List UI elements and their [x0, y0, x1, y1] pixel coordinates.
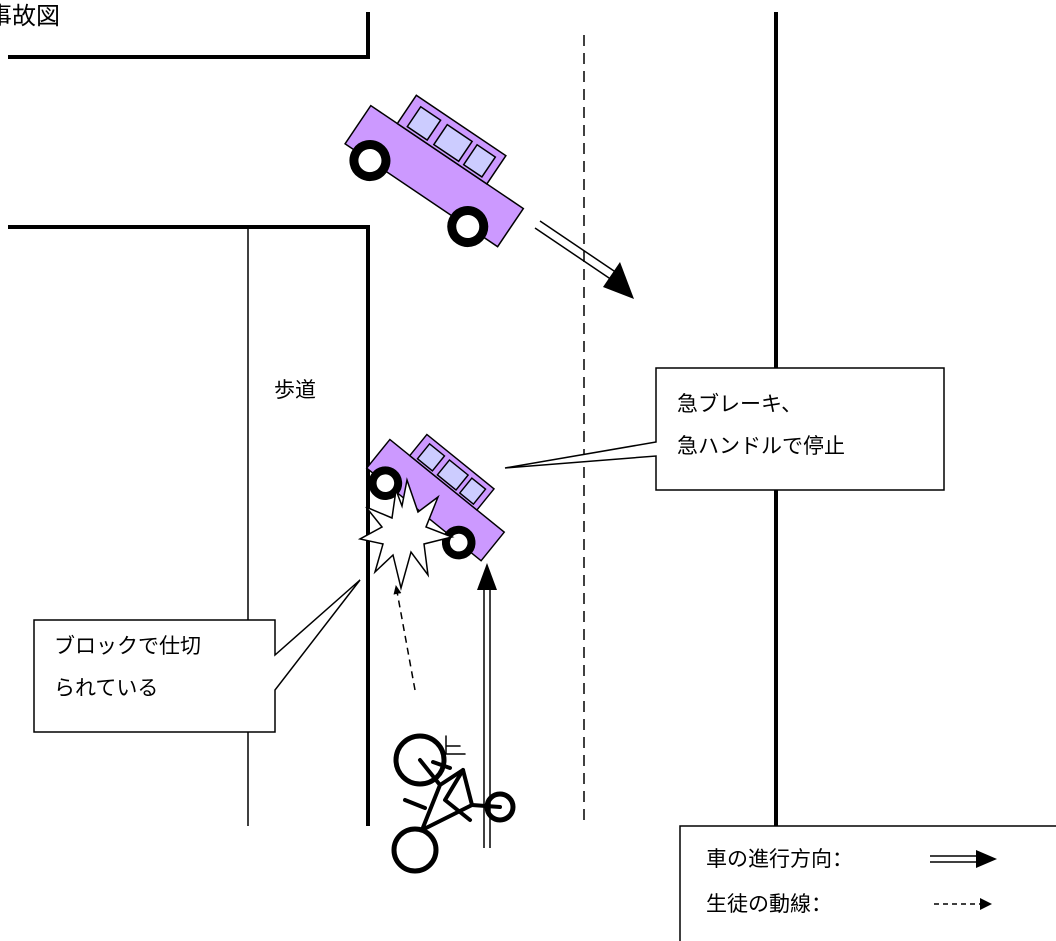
brake-callout-line2: 急ハンドルで停止	[677, 434, 845, 458]
bicycle-travel-arrow	[477, 563, 497, 848]
car-travel-arrow	[534, 220, 634, 299]
legend-student-arrow	[934, 898, 992, 910]
student-path-arrow	[393, 585, 416, 691]
car-icon	[344, 94, 525, 248]
brake-callout-text: 急ブレーキ、 急ハンドルで停止	[677, 383, 845, 467]
block-callout-line2: られている	[54, 676, 159, 700]
legend-student-path-label: 生徒の動線：	[706, 892, 832, 916]
block-callout-line1: ブロックで仕切	[54, 634, 201, 658]
block-callout-shape	[33, 579, 361, 733]
legend-box	[679, 825, 1056, 941]
sidewalk-label: 歩道	[274, 378, 316, 402]
building-corner-top	[8, 12, 370, 59]
building-corner-bottom	[8, 225, 370, 826]
block-callout-text: ブロックで仕切 られている	[54, 625, 201, 709]
page-title: 事故図	[0, 2, 60, 30]
legend-car-arrow	[930, 850, 997, 868]
legend-car-direction-label: 車の進行方向：	[706, 847, 853, 871]
bicycle-icon	[391, 733, 516, 874]
brake-callout-shape	[504, 367, 945, 491]
brake-callout-line1: 急ブレーキ、	[677, 392, 803, 416]
collision-burst-icon	[357, 477, 455, 591]
